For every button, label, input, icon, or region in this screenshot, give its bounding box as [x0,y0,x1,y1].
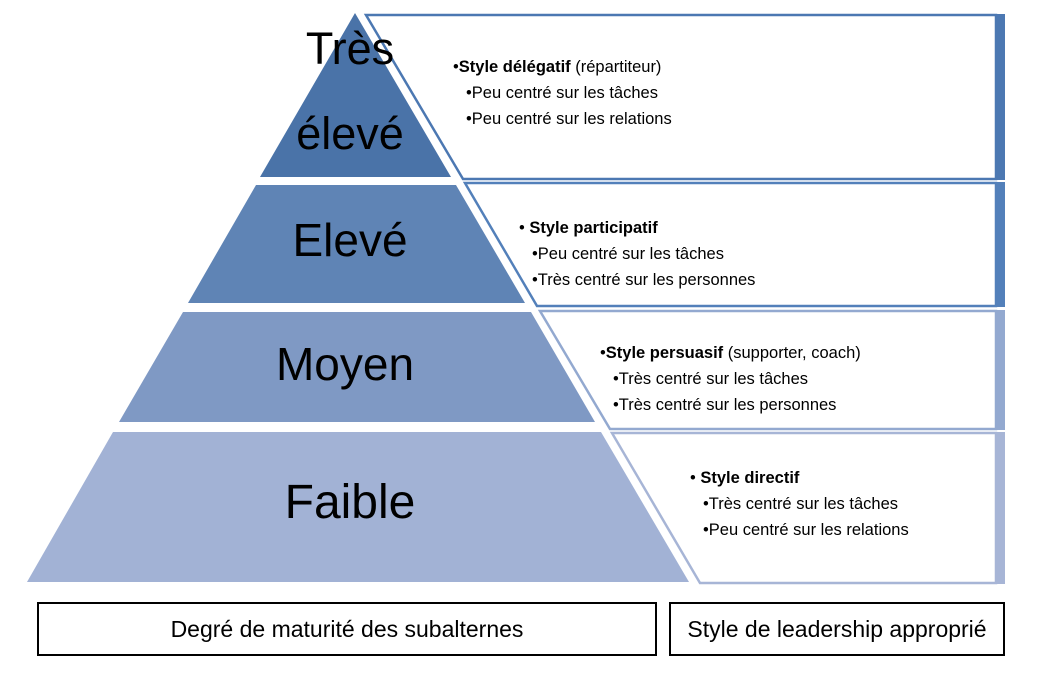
bullet-icon: • [613,396,619,414]
tier-label-eleve: Elevé [292,214,408,266]
bullet-icon: • [453,58,459,76]
bullet-text: Peu centré sur les relations [708,521,909,539]
tier-label-tres-eleve: Très élevé [296,23,404,159]
style-title: Style délégatif [458,58,571,76]
style-title-suffix: (répartiteur) [570,58,662,76]
bullet-text: Très centré sur les tâches [708,495,898,513]
style-title: Style persuasif [605,344,724,362]
bullet-text: Peu centré sur les tâches [471,84,658,102]
bullet-icon: • [690,469,701,487]
bullet-text: Très centré sur les tâches [618,370,808,388]
bullet-icon: • [532,245,538,263]
pyramid-tier-4 [27,432,689,582]
style-bullet-item: •Très centré sur les tâches [690,491,909,517]
style-box-1-text: •Style délégatif (répartiteur) •Peu cent… [453,54,672,132]
tier-label-faible: Faible [284,476,416,529]
bullet-icon: • [703,521,709,539]
leadership-style-axis-label: Style de leadership approprié [687,615,987,642]
style-box-2-accent-bar [995,182,1005,307]
style-box-4-text: • Style directif •Très centré sur les tâ… [690,465,909,543]
style-bullet-item: •Très centré sur les personnes [600,392,861,418]
style-bullet-item: •Peu centré sur les relations [453,106,672,132]
bullet-icon: • [600,344,606,362]
style-bullet-item: •Peu centré sur les tâches [453,80,672,106]
style-bullet-item: •Très centré sur les personnes [519,267,755,293]
bullet-icon: • [466,84,472,102]
style-bullet-item: •Très centré sur les tâches [600,366,861,392]
bullet-text: Très centré sur les personnes [618,396,837,414]
style-bullet-item: •Peu centré sur les tâches [519,241,755,267]
pyramid-tier-3 [119,312,595,422]
style-title-line: •Style persuasif (supporter, coach) [600,340,861,366]
pyramid-tier-2 [188,185,525,303]
style-box-2-text: • Style participatif •Peu centré sur les… [519,215,755,293]
style-title: Style participatif [529,219,658,237]
style-title-suffix: (supporter, coach) [723,344,861,362]
style-bullet-item: •Peu centré sur les relations [690,517,909,543]
tier-label-moyen: Moyen [275,338,415,390]
bullet-text: Peu centré sur les tâches [537,245,724,263]
style-title-line: • Style participatif [519,215,755,241]
style-title: Style directif [700,469,800,487]
maturity-axis-box: Degré de maturité des subalternes [37,602,657,656]
bullet-text: Très centré sur les personnes [537,271,756,289]
style-title-line: • Style directif [690,465,909,491]
bullet-icon: • [532,271,538,289]
bullet-icon: • [613,370,619,388]
pyramid-tier-1 [260,13,451,177]
bullet-icon: • [519,219,530,237]
style-box-3-accent-bar [995,310,1005,430]
style-title-line: •Style délégatif (répartiteur) [453,54,672,80]
bullet-text: Peu centré sur les relations [471,110,672,128]
bullet-icon: • [466,110,472,128]
bullet-icon: • [703,495,709,513]
leadership-style-axis-box: Style de leadership approprié [669,602,1005,656]
style-box-4-accent-bar [995,432,1005,584]
style-box-1-accent-bar [995,14,1005,180]
style-box-3-text: •Style persuasif (supporter, coach) •Trè… [600,340,861,418]
maturity-axis-label: Degré de maturité des subalternes [170,615,524,642]
